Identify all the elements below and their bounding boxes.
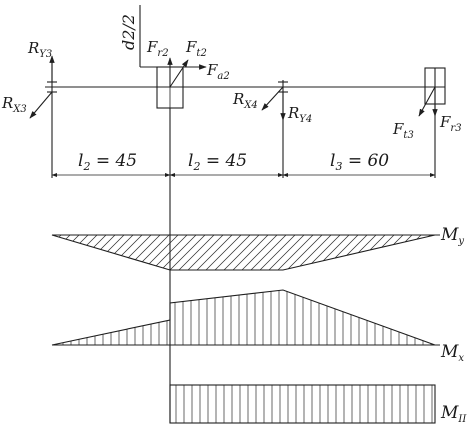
svg-text:Mx: Mx [440, 342, 464, 364]
dimension-row: l2 = 45 l2 = 45 l3 = 60 [51, 151, 436, 177]
rx4-label: RX4 [232, 90, 258, 111]
svg-text:RX3: RX3 [1, 94, 27, 115]
my-hatching [52, 235, 435, 270]
dim-label-1: l2 = 45 [78, 151, 137, 173]
mii-label: MII [440, 403, 467, 425]
svg-text:RX4: RX4 [232, 90, 258, 111]
fr2-label: Fr2 [146, 38, 169, 59]
svg-text:Fr3: Fr3 [439, 113, 462, 134]
ft2-label: Ft2 [185, 38, 207, 59]
svg-text:Ft2: Ft2 [185, 38, 207, 59]
svg-text:Fa2: Fa2 [206, 61, 230, 82]
ry3-label: RY3 [27, 39, 52, 60]
svg-text:MII: MII [440, 403, 467, 425]
dim-label-3: l3 = 60 [330, 151, 389, 173]
mx-hatching [54, 290, 432, 345]
mx-outline [51, 289, 436, 346]
svg-text:RY4: RY4 [287, 104, 312, 125]
rx3-arrow [29, 91, 53, 119]
my-label: My [440, 225, 464, 247]
ft3-label: Ft3 [392, 120, 414, 141]
d2-half-label: d2/2 [119, 14, 138, 50]
svg-text:Ft3: Ft3 [392, 120, 414, 141]
my-diagram: My [51, 225, 464, 271]
mii-hatching [175, 385, 433, 423]
svg-text:Fr2: Fr2 [146, 38, 169, 59]
mii-diagram: MII [169, 384, 467, 425]
rx4-arrow [261, 86, 284, 111]
ry4-label: RY4 [287, 104, 312, 125]
ft2-arrow [169, 59, 189, 88]
fa2-label: Fa2 [206, 61, 230, 82]
mx-diagram: Mx [51, 289, 464, 364]
rx3-label: RX3 [1, 94, 27, 115]
mii-outline [169, 384, 436, 424]
svg-text:RY3: RY3 [27, 39, 52, 60]
ft3-arrow [418, 86, 436, 117]
dim-label-2: l2 = 45 [188, 151, 247, 173]
fr3-label: Fr3 [439, 113, 462, 134]
shaft-scheme: RY3 RX3 Fr2 Ft2 Fa2 RX4 RY4 Ft3 Fr3 d2/2 [1, 5, 462, 423]
svg-text:My: My [440, 225, 464, 247]
mx-label: Mx [440, 342, 464, 364]
